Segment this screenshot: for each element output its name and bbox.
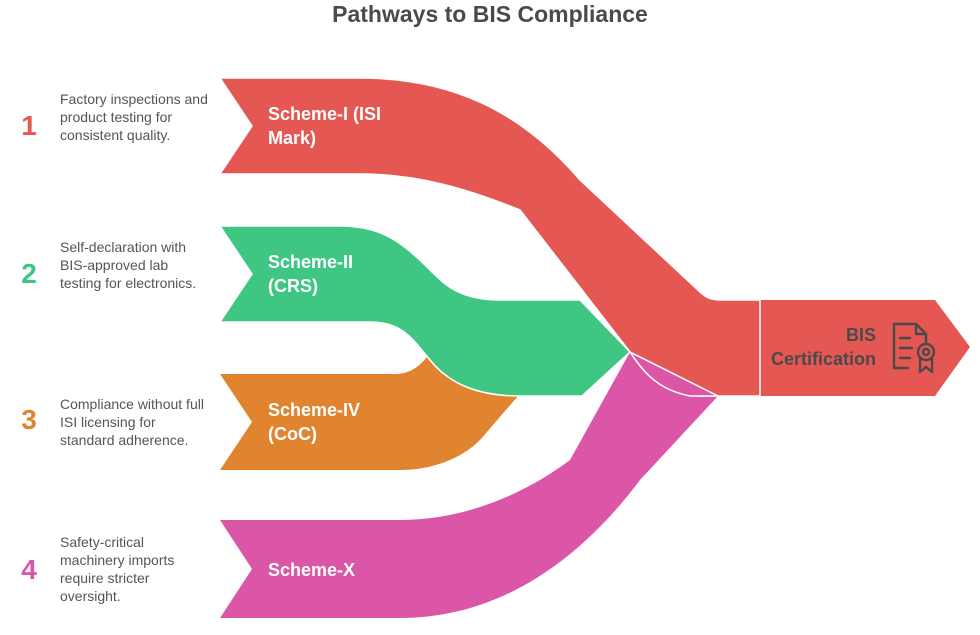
- target-label-line: Certification: [770, 349, 876, 369]
- target-label-bis-certification: BIS Certification: [771, 323, 876, 371]
- band-label-line: Scheme-II: [268, 252, 354, 272]
- target-label-line: BIS: [845, 325, 876, 345]
- band-scheme-x-seam: [627, 350, 719, 397]
- pathway-number-2: 2: [21, 258, 37, 289]
- band-scheme-i: [218, 77, 761, 397]
- band-label-scheme-i: Scheme-I (ISI Mark): [268, 102, 428, 150]
- band-scheme-ii: [218, 225, 632, 397]
- band-scheme-x: [220, 352, 718, 618]
- pathway-number-4: 4: [21, 554, 37, 585]
- pathway-number-1: 1: [21, 110, 37, 141]
- band-label-line: (CRS): [268, 276, 318, 296]
- band-scheme-iv: [220, 350, 518, 470]
- band-label-line: Scheme-I (ISI: [268, 104, 382, 124]
- band-label-scheme-iv: Scheme-IV (CoC): [268, 398, 428, 446]
- band-label-scheme-x: Scheme-X: [268, 558, 428, 582]
- pathway-description-2: Self-declaration with BIS-approved lab t…: [60, 239, 197, 291]
- pathway-description-3: Compliance without full ISI licensing fo…: [60, 396, 204, 448]
- page-title: Pathways to BIS Compliance: [332, 1, 648, 27]
- pathway-description-1: Factory inspections and product testing …: [60, 91, 208, 143]
- band-label-line: (CoC): [268, 424, 317, 444]
- band-label-line: Scheme-X: [268, 560, 356, 580]
- pathway-number-3: 3: [21, 404, 37, 435]
- band-label-scheme-ii: Scheme-II (CRS): [268, 250, 428, 298]
- band-label-line: Mark): [268, 128, 317, 148]
- certificate-icon: [892, 322, 936, 374]
- pathway-description-4: Safety-critical machinery imports requir…: [60, 534, 175, 604]
- band-label-line: Scheme-IV: [268, 400, 361, 420]
